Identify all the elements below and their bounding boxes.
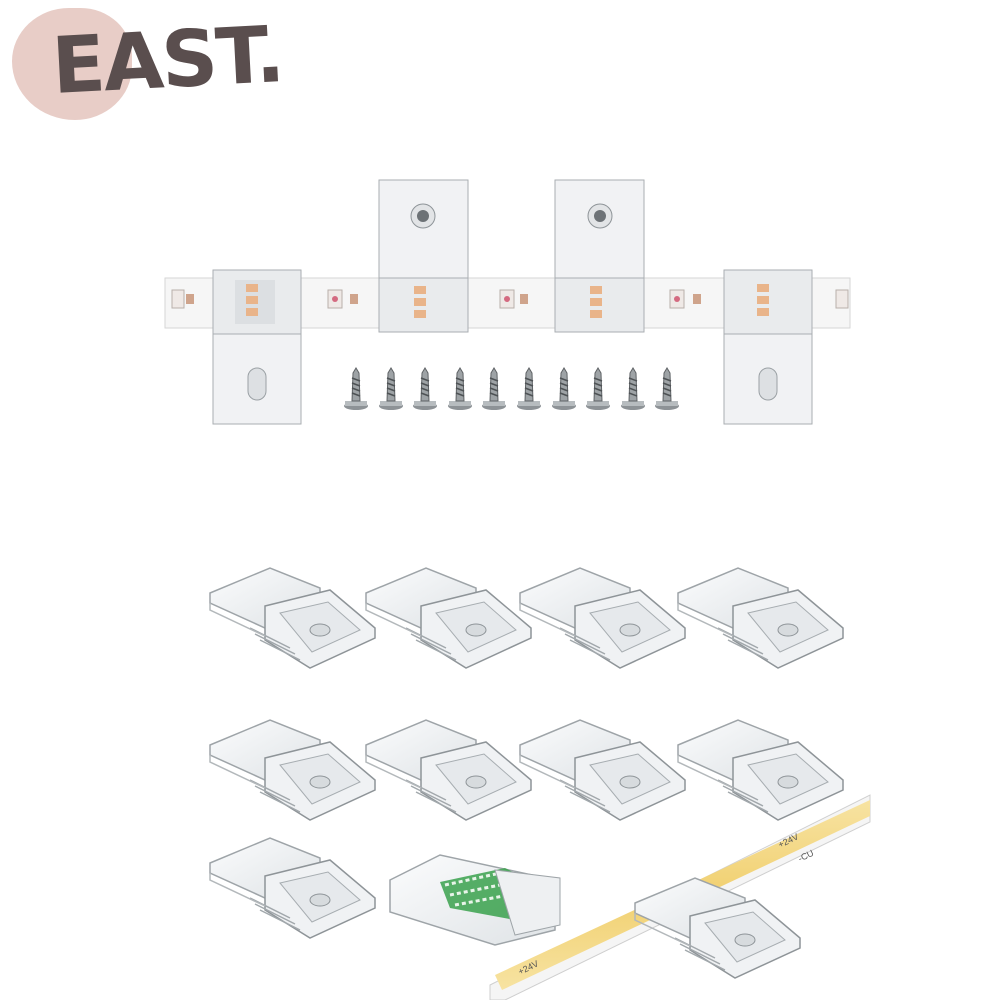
strip-connector (554, 179, 645, 333)
clip-with-adhesive-tape (389, 854, 561, 946)
screw (516, 367, 542, 411)
logo-background-blob (12, 8, 132, 120)
screw (585, 367, 611, 411)
clear-clip (209, 719, 376, 821)
screw (620, 367, 646, 411)
led-strip-assembly (164, 179, 851, 425)
screw (447, 367, 473, 411)
connector-cover (554, 179, 645, 279)
screw (412, 367, 438, 411)
screw (481, 367, 507, 411)
screw (551, 367, 577, 411)
screw (654, 367, 680, 411)
clear-clip (365, 719, 532, 821)
led-chip (499, 289, 528, 309)
clear-clip (365, 567, 532, 669)
clear-clip (209, 567, 376, 669)
led-chip (669, 289, 701, 309)
connector-cover (378, 179, 469, 279)
strip-connector (212, 269, 302, 425)
led-chip (327, 289, 358, 309)
clear-clip (677, 567, 844, 669)
clear-clip (519, 719, 686, 821)
clear-clip (677, 719, 844, 821)
strip-connector (378, 179, 469, 333)
clear-clip (209, 837, 376, 939)
brand-logo: EAST. (0, 0, 285, 130)
led-chip (171, 289, 194, 309)
clear-clip (519, 567, 686, 669)
clear-clip-on-strip (634, 877, 801, 979)
screw (343, 367, 369, 411)
screws-row (343, 367, 680, 411)
screw (378, 367, 404, 411)
strip-connector (723, 269, 813, 425)
connector-cover (723, 333, 813, 425)
led-chip (835, 289, 849, 309)
